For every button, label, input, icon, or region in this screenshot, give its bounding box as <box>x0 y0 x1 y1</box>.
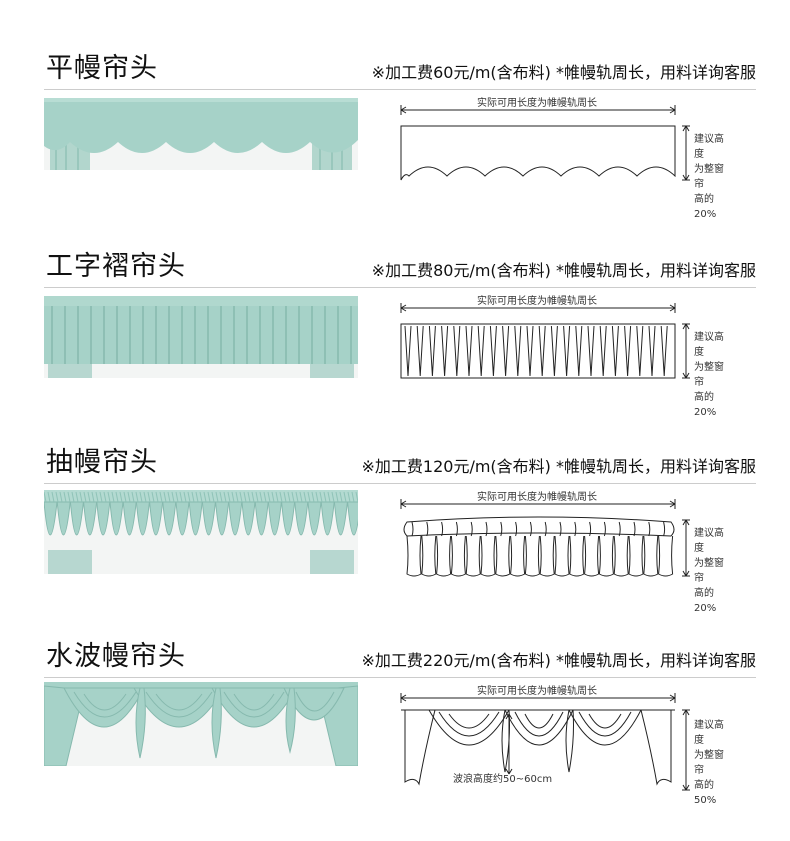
height-label: 建议高度 为整窗帘 高的50% <box>694 720 724 806</box>
width-label: 实际可用长度为帷幔轨周长 <box>477 492 597 503</box>
width-label: 实际可用长度为帷幔轨周长 <box>477 686 597 697</box>
gathered-valance-diagram: 实际可用长度为帷幔轨周长 建议高度 为整窗帘 高的20% <box>395 486 725 614</box>
price-note: ※加工费80元/m(含布料) *帷幔轨周长，用料详询客服 <box>371 261 756 280</box>
wave-height-label: 波浪高度约50~60cm <box>453 774 553 785</box>
box-pleat-valance-photo <box>44 296 358 378</box>
section-title: 工字褶帘头 <box>46 251 186 282</box>
width-label: 实际可用长度为帷幔轨周长 <box>477 296 597 307</box>
divider <box>44 677 756 678</box>
section-gathered-valance: 抽幔帘头 ※加工费120元/m(含布料) *帷幔轨周长，用料详询客服 实际可用长… <box>0 446 790 614</box>
swag-valance-diagram: 实际可用长度为帷幔轨周长 建议高度 <box>395 680 725 820</box>
section-swag-valance: 水波幔帘头 ※加工费220元/m(含布料) *帷幔轨周长，用料详询客服 <box>0 640 790 820</box>
price-note: ※加工费120元/m(含布料) *帷幔轨周长，用料详询客服 <box>361 457 757 476</box>
gathered-valance-photo <box>44 490 358 574</box>
height-label: 建议高度 为整窗帘 高的20% <box>694 528 724 614</box>
height-label: 建议高度 为整窗帘 高的20% <box>694 332 724 418</box>
swag-valance-photo <box>44 682 358 766</box>
divider <box>44 287 756 288</box>
section-title: 平幔帘头 <box>46 53 158 84</box>
box-pleat-valance-diagram: 实际可用长度为帷幔轨周长 建议高度 为整窗帘 高的20% <box>395 290 725 418</box>
price-note: ※加工费220元/m(含布料) *帷幔轨周长，用料详询客服 <box>361 651 757 670</box>
flat-valance-diagram: 实际可用长度为帷幔轨周长 建议高度 为整窗帘 高的20% <box>395 92 725 220</box>
divider <box>44 483 756 484</box>
section-title: 水波幔帘头 <box>46 641 186 672</box>
section-title: 抽幔帘头 <box>46 447 158 478</box>
divider <box>44 89 756 90</box>
width-label: 实际可用长度为帷幔轨周长 <box>477 98 597 109</box>
flat-valance-photo <box>44 98 358 170</box>
price-note: ※加工费60元/m(含布料) *帷幔轨周长，用料详询客服 <box>371 63 756 82</box>
height-label: 建议高度 为整窗帘 高的20% <box>694 134 724 220</box>
section-flat-valance: 平幔帘头 ※加工费60元/m(含布料) *帷幔轨周长，用料详询客服 实际可用长度… <box>0 52 790 220</box>
section-box-pleat-valance: 工字褶帘头 ※加工费80元/m(含布料) *帷幔轨周长，用料详询客服 实际可用长… <box>0 250 790 418</box>
